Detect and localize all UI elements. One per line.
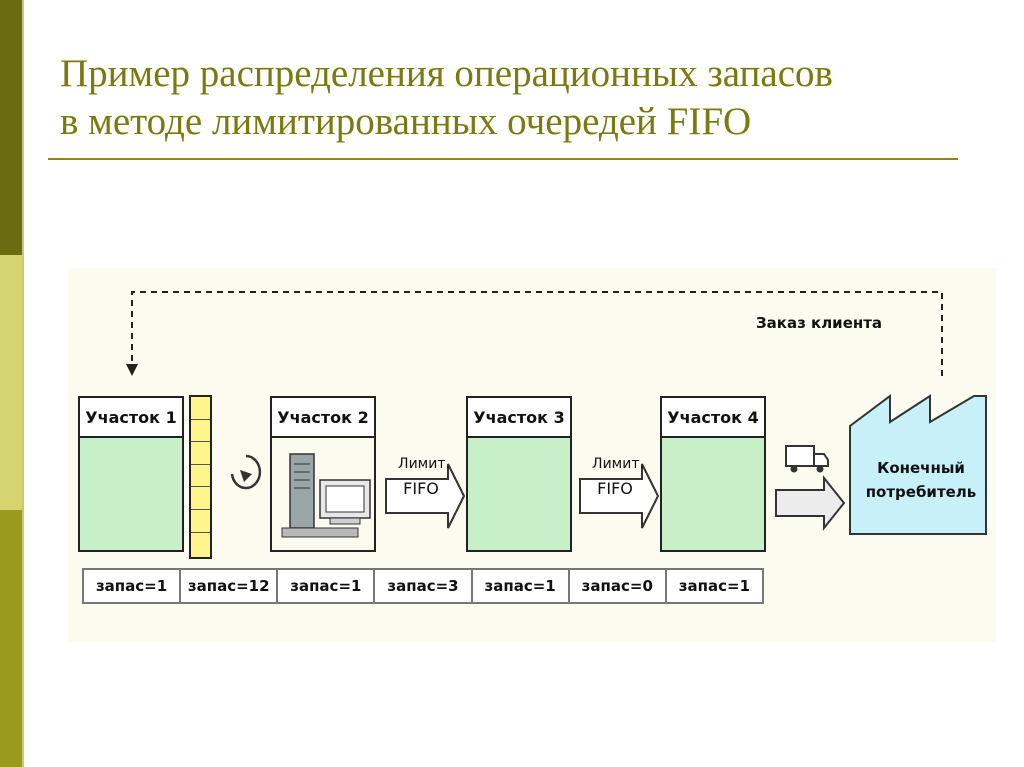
stock-cell: запас=0: [570, 570, 667, 602]
buffer-slot: [191, 420, 210, 443]
fifo-diagram: Заказ клиента Участок 1 Участок 2 Участо…: [68, 268, 996, 642]
fifo-arrow-2: [579, 463, 660, 529]
rotate-arrow-icon: [230, 454, 262, 490]
diagram-graphics: [126, 291, 987, 538]
fifo-limit-label: Лимит.: [398, 456, 450, 472]
sidebar-band-middle: [0, 255, 22, 510]
order-arrowhead: [126, 364, 138, 376]
stock-cell: запас=1: [278, 570, 376, 602]
stock-cell: запас=1: [678, 577, 751, 595]
stock-cell: запас=1: [473, 570, 570, 602]
customer-order-line: [131, 291, 943, 376]
buffer-slot: [191, 442, 210, 465]
station-1: Участок 1: [78, 396, 184, 552]
computer-workstation-icon: [281, 453, 371, 538]
slide-title: Пример распределения операционных запасо…: [60, 50, 960, 146]
customer-order-label: Заказ клиента: [756, 314, 883, 332]
stock-cell: запас=1: [84, 570, 182, 602]
delivery-truck-icon: [785, 445, 829, 473]
buffer-slot: [191, 397, 210, 420]
end-consumer-line-1: Конечный: [877, 459, 965, 477]
fifo-label: FIFO: [403, 479, 439, 498]
end-consumer-line-2: потребитель: [865, 483, 977, 501]
sidebar-band-top: [0, 0, 22, 255]
slide-title-line-1: Пример распределения операционных запасо…: [60, 52, 833, 95]
stock-cell: запас=12: [181, 570, 279, 602]
stock-table: запас=1 запас=12 запас=1 запас=3 запас=1…: [82, 568, 764, 604]
fifo-limit-label: Лимит.: [592, 456, 644, 472]
shipment-arrow: [775, 475, 846, 531]
station-3: Участок 3: [466, 396, 572, 552]
fifo-label: FIFO: [597, 479, 633, 498]
stock-buffer: [189, 395, 212, 559]
station-1-label: Участок 1: [80, 398, 182, 438]
buffer-slot: [191, 465, 210, 488]
station-4-label: Участок 4: [662, 398, 764, 438]
fifo-link-1: Лимит. FIFO: [386, 456, 468, 518]
title-underline: [48, 158, 958, 160]
station-2: Участок 2: [270, 396, 376, 552]
fifo-arrow-1: [385, 463, 466, 529]
buffer-slot: [191, 487, 210, 510]
fifo-link-2: Лимит. FIFO: [580, 456, 662, 518]
buffer-slot: [191, 533, 210, 556]
buffer-slot: [191, 510, 210, 533]
sidebar-band-bottom: [0, 510, 22, 767]
station-4: Участок 4: [660, 396, 766, 552]
factory-icon: [849, 394, 987, 535]
end-consumer-label: Конечный потребитель: [856, 456, 986, 504]
stock-cell: запас=3: [375, 570, 473, 602]
station-2-label: Участок 2: [272, 398, 374, 438]
sidebar-divider: [22, 0, 24, 767]
station-3-label: Участок 3: [468, 398, 570, 438]
slide-title-line-2: в методе лимитированных очередей FIFO: [60, 100, 752, 143]
